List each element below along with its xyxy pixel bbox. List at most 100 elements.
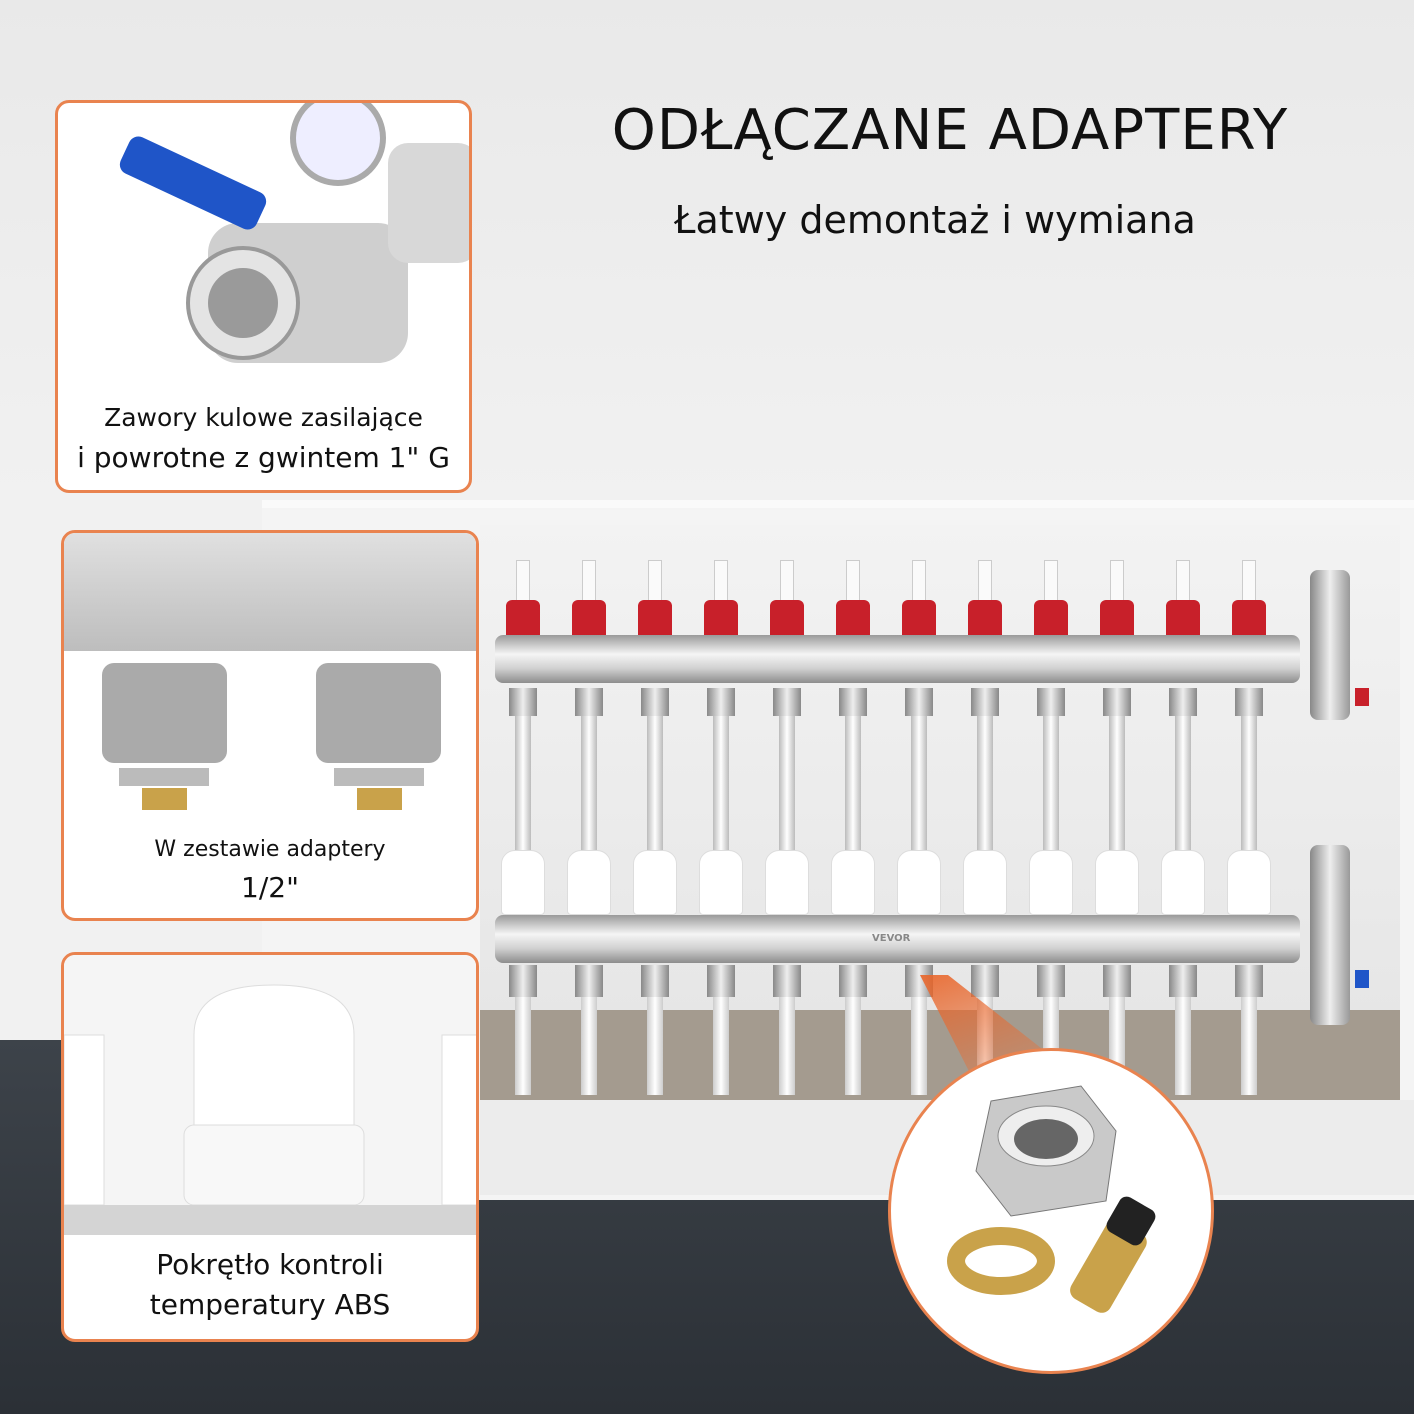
- flowmeter-red-cap: [638, 600, 672, 635]
- outlet-fitting: [1103, 965, 1131, 997]
- flowmeter-red-cap: [1166, 600, 1200, 635]
- adapter-fitting: [707, 688, 735, 716]
- pipe-segment: [1241, 690, 1257, 855]
- adapter-fitting: [1169, 688, 1197, 716]
- page-title: ODŁĄCZANE ADAPTERY: [611, 98, 1289, 163]
- flowmeter-tube: [912, 560, 926, 605]
- adapter: [316, 663, 441, 810]
- adapter-fitting: [773, 688, 801, 716]
- outlet-fitting: [707, 965, 735, 997]
- outlet-pipe: [515, 965, 531, 1095]
- flowmeter-red-cap: [1232, 600, 1266, 635]
- outlet-fitting: [971, 965, 999, 997]
- flowmeter-red-cap: [1100, 600, 1134, 635]
- outlet-fitting: [1037, 965, 1065, 997]
- outlet-pipe: [713, 965, 729, 1095]
- abs-knob: [567, 850, 611, 915]
- outlet-fitting: [575, 965, 603, 997]
- abs-knob: [1029, 850, 1073, 915]
- adapter-fitting: [575, 688, 603, 716]
- adapter-fitting: [839, 688, 867, 716]
- abs-knob: [501, 850, 545, 915]
- outlet-pipe: [647, 965, 663, 1095]
- flowmeter-tube: [714, 560, 728, 605]
- abs-knob: [193, 984, 355, 1136]
- outlet-fitting: [1169, 965, 1197, 997]
- brand-logo: VEVOR: [872, 933, 911, 944]
- adapter: [102, 663, 227, 810]
- adapter-fitting: [905, 688, 933, 716]
- temperature-knob-panel: Pokrętło kontroli temperatury ABS: [61, 952, 479, 1342]
- abs-knob: [633, 850, 677, 915]
- pipe-segment: [845, 690, 861, 855]
- air-vent-top: [1310, 570, 1350, 720]
- brass-insert: [1070, 1196, 1156, 1313]
- pipe-segment: [1175, 690, 1191, 855]
- caption-adapters: W zestawie adaptery 1/2": [154, 837, 386, 904]
- flowmeter-red-cap: [968, 600, 1002, 635]
- outlet-pipe: [581, 965, 597, 1095]
- flowmeter-tube: [516, 560, 530, 605]
- adapter-parts-illustration: [947, 1085, 1156, 1313]
- adapter-fitting: [1037, 688, 1065, 716]
- supply-manifold-bar: [495, 635, 1300, 683]
- flowmeter-tube: [1242, 560, 1256, 605]
- abs-knob: [1161, 850, 1205, 915]
- flowmeter-red-cap: [902, 600, 936, 635]
- ball-valve-image: [119, 103, 469, 363]
- adapter-fitting: [1103, 688, 1131, 716]
- blue-handle: [119, 136, 267, 230]
- outlet-pipe: [911, 965, 927, 1095]
- abs-knob: [963, 850, 1007, 915]
- pipe-segment: [515, 690, 531, 855]
- flowmeter-tube: [1176, 560, 1190, 605]
- outlet-fitting: [509, 965, 537, 997]
- flowmeter-tube: [1110, 560, 1124, 605]
- outlet-fitting: [773, 965, 801, 997]
- drain-valve-blue: [1355, 970, 1369, 988]
- outlet-pipe: [1175, 965, 1191, 1095]
- outlet-fitting: [1235, 965, 1263, 997]
- drain-valve-red: [1355, 688, 1369, 706]
- outlet-pipe: [1241, 965, 1257, 1095]
- outlet-fitting: [641, 965, 669, 997]
- thermometer-gauge: [290, 103, 386, 186]
- outlet-pipe: [845, 965, 861, 1095]
- flowmeter-red-cap: [704, 600, 738, 635]
- abs-knob: [1095, 850, 1139, 915]
- abs-knob: [831, 850, 875, 915]
- pipe-segment: [911, 690, 927, 855]
- flowmeter-tube: [648, 560, 662, 605]
- ball-valve-panel: Zawory kulowe zasilające i powrotne z gw…: [55, 100, 472, 493]
- pipe-segment: [713, 690, 729, 855]
- caption-knob: Pokrętło kontroli temperatury ABS: [149, 1248, 391, 1321]
- adapters-panel: W zestawie adaptery 1/2": [61, 530, 479, 921]
- flowmeter-tube: [1044, 560, 1058, 605]
- outlet-fitting: [839, 965, 867, 997]
- abs-knob: [765, 850, 809, 915]
- adapter-fitting: [971, 688, 999, 716]
- pipe-segment: [1043, 690, 1059, 855]
- adapter-detail-circle: [888, 1048, 1214, 1374]
- abs-knob: [897, 850, 941, 915]
- flowmeter-red-cap: [770, 600, 804, 635]
- adapters-image: [102, 663, 441, 810]
- flowmeter-tube: [780, 560, 794, 605]
- flowmeter-tube: [978, 560, 992, 605]
- outlet-pipe: [779, 965, 795, 1095]
- flowmeter-red-cap: [836, 600, 870, 635]
- flowmeter-red-cap: [572, 600, 606, 635]
- pipe-segment: [779, 690, 795, 855]
- adapter-fitting: [1235, 688, 1263, 716]
- flowmeter-tube: [582, 560, 596, 605]
- air-vent-bottom: [1310, 845, 1350, 1025]
- abs-knob-image: [64, 955, 476, 1235]
- flowmeter-tube: [846, 560, 860, 605]
- pipe-segment: [1109, 690, 1125, 855]
- abs-knob: [1227, 850, 1271, 915]
- adapter-fitting: [509, 688, 537, 716]
- page-subtitle: Łatwy demontaż i wymiana: [674, 198, 1196, 242]
- pipe-segment: [977, 690, 993, 855]
- abs-knob: [699, 850, 743, 915]
- return-manifold-bar: [495, 915, 1300, 963]
